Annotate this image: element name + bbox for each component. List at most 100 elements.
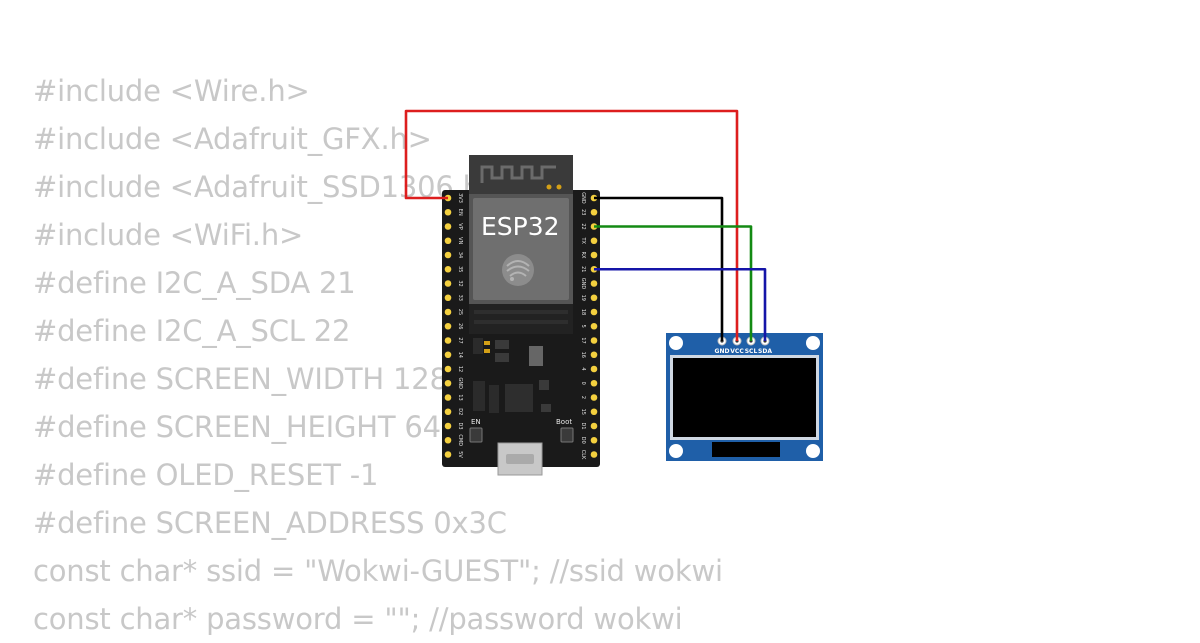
wire-22-to-scl[interactable] — [594, 225, 753, 342]
esp32-pin-label: 33 — [457, 295, 463, 301]
esp32-pin-label: GND — [580, 278, 586, 290]
esp32-pin-d0[interactable] — [590, 436, 598, 444]
esp32-pin-label: 13 — [457, 394, 463, 400]
esp32-pin-label: 4 — [580, 367, 586, 370]
esp32-pin-13[interactable] — [444, 394, 452, 401]
esp32-pin-5v[interactable] — [444, 451, 452, 458]
esp32-pin-tx[interactable] — [590, 237, 598, 245]
boot-button[interactable] — [560, 427, 574, 443]
esp32-pin-12[interactable] — [444, 365, 452, 373]
code-line: #define I2C_A_SCL 22 — [33, 314, 351, 348]
esp32-pin-23[interactable] — [590, 208, 598, 216]
esp32-pin-en[interactable] — [444, 208, 452, 216]
antenna-pad — [556, 184, 562, 190]
esp32-components — [473, 338, 551, 413]
esp32-pin-label: 5 — [580, 325, 586, 328]
code-line: #include <WiFi.h> — [33, 218, 304, 252]
esp32-pin-label: VP — [457, 223, 463, 229]
esp32-pin-label: 25 — [457, 309, 463, 315]
code-line: #define I2C_A_SDA 21 — [33, 266, 356, 300]
esp32-pin-label: 17 — [580, 337, 586, 343]
esp32-pin-label: 18 — [580, 309, 586, 315]
esp32-left-pin-header: 3V3ENVPVN343532332526271412GND13D2D3CMD5… — [444, 193, 463, 458]
oled-mount-hole — [806, 444, 820, 458]
esp32-pin-17[interactable] — [590, 337, 598, 344]
esp32-pin-label: EN — [457, 209, 463, 216]
esp32-pin-label: VN — [457, 237, 463, 244]
esp32-pin-35[interactable] — [444, 265, 452, 273]
esp32-pin-gnd[interactable] — [590, 280, 598, 287]
circuit-diagram: ESP32 EN Boot — [404, 109, 823, 476]
en-button[interactable] — [469, 427, 483, 443]
esp32-pin-d3[interactable] — [444, 422, 452, 430]
esp32-pin-34[interactable] — [444, 251, 452, 259]
esp32-pin-label: 16 — [580, 352, 586, 358]
esp32-pin-label: 27 — [457, 337, 463, 343]
esp32-module-pad-row — [474, 310, 568, 324]
esp32-pin-label: 32 — [457, 280, 463, 286]
esp32-pin-19[interactable] — [590, 294, 598, 302]
esp32-pin-clk[interactable] — [590, 451, 598, 458]
esp32-pin-16[interactable] — [590, 351, 598, 359]
esp32-board[interactable]: ESP32 EN Boot — [442, 155, 600, 476]
esp32-pin-32[interactable] — [444, 280, 452, 287]
oled-mount-hole — [669, 336, 683, 350]
esp32-pin-d1[interactable] — [590, 422, 598, 430]
esp32-pin-label: 15 — [580, 409, 586, 415]
esp32-pin-label: RX — [580, 252, 586, 259]
esp32-module-pads — [469, 304, 573, 334]
wire-21-to-sda[interactable] — [594, 267, 767, 341]
esp32-pin-0[interactable] — [590, 379, 598, 387]
wire-3v3-to-vcc[interactable] — [404, 109, 739, 341]
code-line: #define SCREEN_HEIGHT 64 — [33, 410, 441, 444]
esp32-pin-2[interactable] — [590, 394, 598, 401]
esp32-pin-label: 5V — [457, 451, 463, 458]
oled-mount-hole — [806, 336, 820, 350]
esp32-pin-15[interactable] — [590, 408, 598, 416]
esp32-pin-cmd[interactable] — [444, 436, 452, 444]
esp32-pin-33[interactable] — [444, 294, 452, 302]
esp32-pin-label: CLK — [580, 450, 586, 460]
esp32-pin-label: 19 — [580, 295, 586, 301]
usb-port-opening — [506, 454, 534, 464]
esp32-pin-label: 0 — [580, 382, 586, 385]
esp32-pin-label: TX — [580, 237, 586, 245]
oled-ribbon — [712, 442, 780, 457]
esp32-pin-label: D3 — [457, 422, 463, 429]
esp32-pin-25[interactable] — [444, 308, 452, 316]
esp32-pin-14[interactable] — [444, 351, 452, 359]
en-button-label: EN — [471, 418, 481, 426]
esp32-pin-label: 12 — [457, 366, 463, 372]
code-listing: #include <Wire.h> #include <Adafruit_GFX.… — [33, 67, 723, 643]
esp32-pin-26[interactable] — [444, 322, 452, 330]
espressif-logo-icon — [502, 254, 534, 286]
esp32-pin-4[interactable] — [590, 365, 598, 373]
code-line: #include <Adafruit_GFX.h> — [33, 122, 432, 156]
esp32-pin-rx[interactable] — [590, 251, 598, 259]
wire-gnd-to-gnd[interactable] — [594, 196, 724, 341]
esp32-pin-label: 23 — [580, 209, 586, 215]
oled-mount-hole — [669, 444, 683, 458]
code-line: #define SCREEN_WIDTH 128 — [33, 362, 448, 396]
boot-button-label: Boot — [556, 418, 572, 426]
esp32-pin-label: CMD — [457, 434, 463, 446]
esp32-pin-gnd[interactable] — [444, 379, 452, 387]
wires — [404, 109, 767, 342]
esp32-pin-vp[interactable] — [444, 223, 452, 230]
esp32-pin-vn[interactable] — [444, 237, 452, 245]
esp32-pin-label: GND — [457, 378, 463, 390]
esp32-pin-18[interactable] — [590, 308, 598, 316]
esp32-pin-label: 35 — [457, 266, 463, 272]
code-line: #include <Wire.h> — [33, 74, 310, 108]
esp32-pin-5[interactable] — [590, 322, 598, 330]
esp32-pin-27[interactable] — [444, 337, 452, 344]
oled-pin-label: GND — [715, 348, 730, 355]
oled-pin-label: SDA — [758, 348, 772, 355]
code-line: const char* ssid = "Wokwi-GUEST"; //ssid… — [33, 554, 723, 588]
esp32-pin-label: D2 — [457, 408, 463, 415]
esp32-pin-d2[interactable] — [444, 408, 452, 416]
antenna-trace-icon — [480, 165, 556, 183]
esp32-pin-label: 2 — [580, 396, 586, 399]
